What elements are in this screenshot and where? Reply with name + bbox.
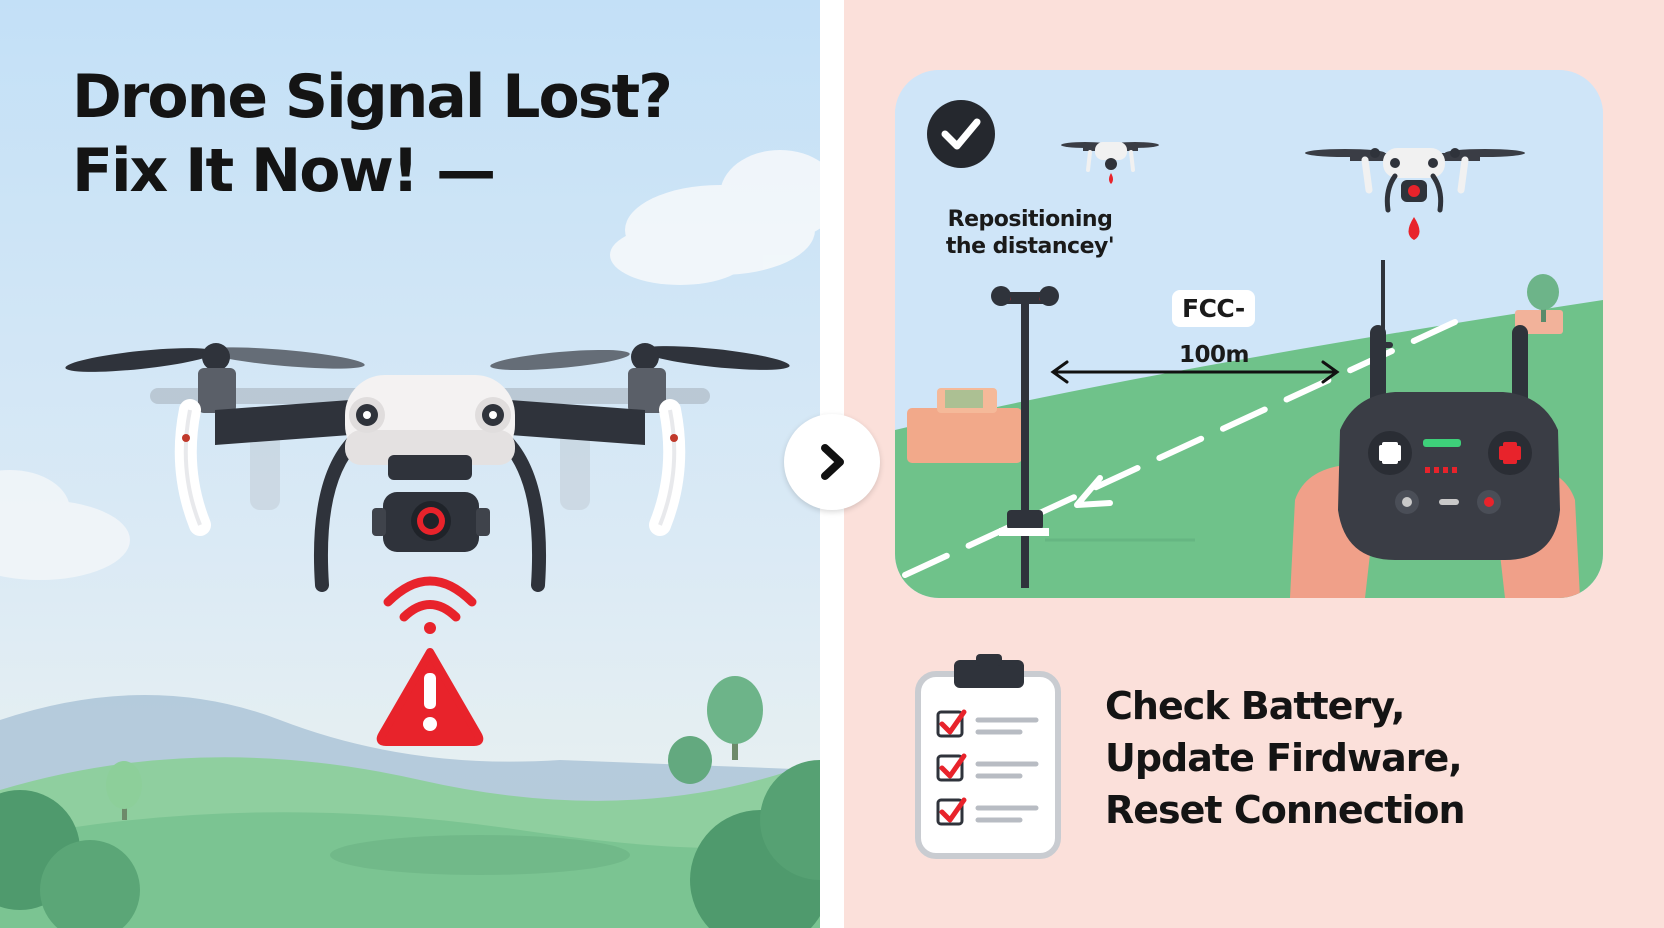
chevron-right-icon bbox=[821, 444, 844, 480]
fcc-badge: FCC- bbox=[1172, 290, 1255, 327]
drone-icon bbox=[65, 343, 790, 592]
brick-wall bbox=[907, 388, 1022, 463]
small-drone-icon bbox=[1061, 142, 1159, 184]
next-button[interactable] bbox=[784, 414, 880, 510]
brick-wall bbox=[1515, 310, 1563, 334]
distance-label: 100m bbox=[1179, 342, 1249, 368]
wifi-signal-icon bbox=[383, 576, 477, 634]
left-panel: Drone Signal Lost? Fix It Now! — bbox=[0, 0, 820, 928]
distance-arrow bbox=[1050, 360, 1340, 384]
sky-landscape-illustration bbox=[0, 0, 820, 928]
check-circle-icon bbox=[927, 100, 995, 168]
warning-triangle-icon bbox=[376, 648, 484, 746]
checklist-item: Update Firdware, bbox=[1105, 736, 1463, 780]
remote-controller-icon bbox=[1290, 325, 1580, 598]
cloud bbox=[0, 470, 130, 580]
checklist-item: Check Battery, bbox=[1105, 684, 1405, 728]
tree bbox=[106, 761, 142, 820]
distance-diagram-card: Repositioning the distancey' FCC- 100m bbox=[895, 70, 1603, 598]
cloud bbox=[610, 150, 820, 285]
checklist-item: Reset Connection bbox=[1105, 788, 1466, 832]
headline-line-2: Fix It Now! — bbox=[72, 136, 496, 206]
headline-line-1: Drone Signal Lost? bbox=[72, 62, 673, 132]
checklist-text: Check Battery, Update Firdware, Reset Co… bbox=[1105, 680, 1466, 836]
signal-tower bbox=[991, 286, 1195, 588]
distance-diagram-illustration bbox=[895, 70, 1603, 598]
tree bbox=[668, 736, 712, 784]
clipboard-checklist-icon bbox=[915, 654, 1061, 859]
headline: Drone Signal Lost? Fix It Now! — bbox=[72, 60, 673, 208]
drone-icon bbox=[1305, 148, 1525, 240]
tree bbox=[707, 676, 763, 760]
repositioning-label: Repositioning the distancey' bbox=[945, 207, 1115, 259]
